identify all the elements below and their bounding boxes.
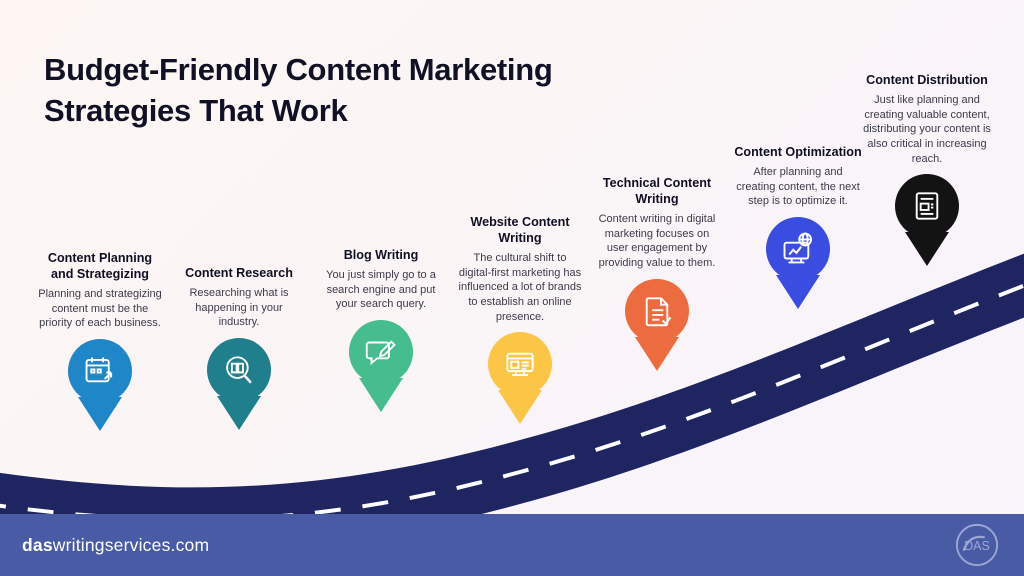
footer-brand: daswritingservices.com (22, 535, 209, 556)
step-description: The cultural shift to digital-first mark… (458, 252, 582, 323)
step-title: Website Content Writing (470, 215, 570, 246)
step-description: Researching what is happening in your in… (189, 287, 289, 329)
step-pin (593, 278, 721, 383)
step-content-planning-and-strategizing[interactable]: Content Planning and Strategizing Planni… (36, 250, 164, 443)
step-title: Content Planning and Strategizing (47, 251, 153, 282)
step-title: Blog Writing (343, 248, 419, 262)
svg-text:DAS: DAS (964, 539, 990, 553)
pin-circle (207, 337, 271, 402)
footer-bar: daswritingservices.com DAS (0, 514, 1024, 576)
desktop-monitor-icon (506, 353, 534, 377)
calendar-chart-icon (85, 357, 113, 383)
pencil-speech-bubble-icon (365, 340, 396, 366)
das-monogram-logo: DAS (955, 523, 999, 567)
footer-brand-suffix: writingservices.com (52, 534, 210, 555)
magnifier-book-icon (226, 356, 252, 384)
step-description: Just like planning and creating valuable… (863, 94, 991, 165)
pin-circle (766, 216, 830, 281)
step-pin (317, 319, 445, 424)
step-description: Planning and strategizing content must b… (38, 288, 162, 330)
page-title: Budget-Friendly Content Marketing Strate… (44, 52, 553, 128)
monitor-globe-seo-icon (783, 232, 813, 264)
step-pin (175, 337, 303, 442)
document-share-icon (915, 192, 939, 220)
step-content-distribution[interactable]: Content Distribution Just like planning … (863, 72, 991, 278)
pin-circle (68, 339, 132, 404)
step-pin (456, 332, 584, 436)
step-description: Content writing in digital marketing foc… (598, 213, 716, 270)
footer-brand-prefix: das (22, 534, 53, 555)
document-checklist-icon (645, 297, 672, 326)
step-title: Content Distribution (866, 73, 988, 87)
step-title: Content Research (185, 266, 293, 280)
step-pin (36, 339, 164, 443)
step-description: You just simply go to a search engine an… (326, 269, 436, 311)
pin-circle (488, 332, 552, 397)
pin-circle (625, 278, 689, 343)
step-content-optimization[interactable]: Content Optimization After planning and … (734, 144, 862, 321)
step-blog-writing[interactable]: Blog Writing You just simply go to a sea… (317, 247, 445, 424)
step-technical-content-writing[interactable]: Technical Content Writing Content writin… (593, 175, 721, 383)
step-pin (734, 216, 862, 321)
step-website-content-writing[interactable]: Website Content Writing The cultural shi… (456, 214, 584, 436)
pin-circle (349, 319, 413, 384)
step-title: Content Optimization (734, 145, 862, 159)
step-title: Technical Content Writing (602, 176, 712, 207)
pin-circle (895, 174, 959, 239)
step-content-research[interactable]: Content Research Researching what is hap… (175, 265, 303, 442)
step-pin (863, 174, 991, 278)
step-description: After planning and creating content, the… (736, 166, 860, 208)
